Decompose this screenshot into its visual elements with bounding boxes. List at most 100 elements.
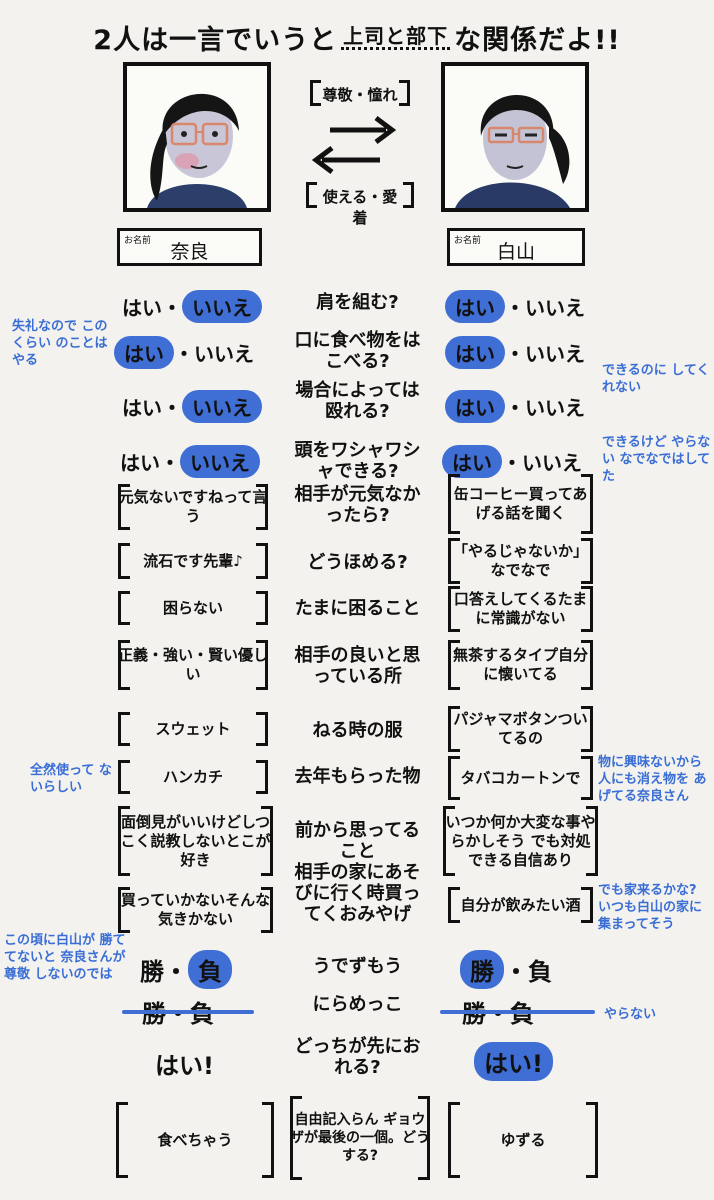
- shirayama-row1-answer: はい・いいえ: [445, 290, 585, 323]
- question-16: 自由記入らん ギョウザが最後の一個。どうする?: [290, 1096, 430, 1180]
- win-option: 勝: [142, 1000, 166, 1028]
- yes-option-circled: はい: [442, 445, 502, 478]
- yes-option: はい: [122, 396, 162, 420]
- shirayama-answer-7: 口答えしてくるたまに常識がない: [448, 586, 593, 632]
- no-option: いいえ: [194, 342, 254, 366]
- note-8: やらない: [604, 1007, 657, 1022]
- shirayama-answer-6: 「やるじゃないか」なでなで: [448, 538, 593, 584]
- win-option: 勝: [462, 1000, 486, 1028]
- hai-circled: はい!: [474, 1042, 553, 1081]
- nara-row1-answer: はい・いいえ: [122, 290, 262, 323]
- shirayama-row4-answer: はい・いいえ: [442, 445, 582, 478]
- yes-option-circled: はい: [445, 290, 505, 323]
- nara-answer-8: 正義・強い・賢い優しい: [118, 640, 268, 690]
- no-option-circled: いいえ: [182, 390, 262, 423]
- separator: ・: [502, 451, 522, 475]
- note-4: 全然使って ないらしい: [30, 763, 112, 795]
- question-13: うでずもう: [312, 956, 403, 977]
- question-14: にらめっこ: [312, 994, 403, 1015]
- shirayama-row15-answer: はい!: [474, 1042, 553, 1081]
- nara-portrait: [123, 62, 271, 212]
- separator: ・: [162, 296, 182, 320]
- shirayama-name-box: お名前 白山: [447, 228, 585, 266]
- strike-line: [122, 1010, 254, 1014]
- yes-option: はい: [120, 451, 160, 475]
- separator: ・: [162, 396, 182, 420]
- note-6: でも家来るかな? いつも白山の家に 集まってそう: [598, 883, 703, 932]
- yes-option-circled: はい: [445, 390, 505, 423]
- title-relation: 上司と部下: [341, 24, 451, 50]
- lose-option-circled: 負: [188, 950, 232, 989]
- shirayama-row14-answer: 勝・負: [462, 994, 534, 1029]
- name-label: お名前: [124, 236, 152, 246]
- question-6: どうほめる?: [307, 552, 408, 573]
- question-5: 相手が元気なかったら?: [294, 484, 421, 526]
- shirayama-row3-answer: はい・いいえ: [445, 390, 585, 423]
- separator: ・: [505, 296, 525, 320]
- lose-option: 負: [190, 1000, 214, 1028]
- win-option-circled: 勝: [460, 950, 504, 989]
- question-8: 相手の良いと思っている所: [294, 645, 421, 687]
- shirayama-row2-answer: はい・いいえ: [445, 336, 585, 369]
- question-4: 頭をワシャワシャできる?: [294, 440, 421, 482]
- shirayama-answer-5: 缶コーヒー買ってあげる話を聞く: [448, 474, 593, 534]
- affection-tag: 使える・愛着: [306, 182, 414, 227]
- question-2: 口に食べ物をはこべる?: [294, 330, 421, 372]
- nara-answer-6: 流石です先輩♪: [118, 543, 268, 579]
- no-option-circled: いいえ: [180, 445, 260, 478]
- nara-row2-answer: はい・いいえ: [114, 336, 254, 369]
- question-12: 相手の家にあそびに行く時買ってくおみやげ: [294, 862, 421, 925]
- no-option: いいえ: [522, 451, 582, 475]
- note-1: 失礼なので このくらい のことはやる: [12, 319, 108, 368]
- nara-row13-answer: 勝・負: [140, 950, 232, 989]
- shirayama-answer-8: 無茶するタイプ自分に懐いてる: [448, 640, 593, 690]
- respect-tag: 尊敬・憧れ: [310, 80, 410, 106]
- nara-answer-11: 面倒見がいいけどしつこく説教しないとこが好き: [118, 806, 273, 876]
- arrows-icon: [311, 116, 397, 174]
- nara-answer-9: スウェット: [118, 712, 268, 746]
- question-3: 場合によっては殴れる?: [295, 380, 420, 422]
- lose-option: 負: [528, 958, 552, 986]
- no-option: いいえ: [525, 296, 585, 320]
- shirayama-answer-11: いつか何か大変な事やらかしそう でも対処できる自信あり: [443, 806, 598, 876]
- shirayama-name: 白山: [496, 241, 535, 263]
- shirayama-portrait: [441, 62, 589, 212]
- question-1: 肩を組む?: [316, 292, 399, 313]
- note-2: できるのに してくれない: [602, 363, 710, 395]
- shirayama-answer-16: ゆずる: [448, 1102, 598, 1178]
- separator: ・: [164, 958, 188, 986]
- question-9: ねる時の服: [312, 720, 403, 741]
- yes-option-circled: はい: [114, 336, 174, 369]
- nara-answer-16: 食べちゃう: [116, 1102, 274, 1178]
- separator: ・: [504, 958, 528, 986]
- nara-row14-answer: 勝・負: [142, 994, 214, 1029]
- nara-answer-10: ハンカチ: [118, 760, 268, 794]
- separator: ・: [160, 451, 180, 475]
- nara-name: 奈良: [170, 241, 209, 263]
- question-7: たまに困ること: [294, 598, 421, 619]
- win-option: 勝: [140, 958, 164, 986]
- separator: ・: [166, 1000, 190, 1028]
- note-3: できるけど やらない なでなではしてた: [602, 435, 711, 484]
- strike-line: [440, 1010, 595, 1014]
- shirayama-answer-9: パジャマボタンついてるの: [448, 706, 593, 752]
- nara-answer-5: 元気ないですねって言う: [118, 484, 268, 530]
- yes-option-circled: はい: [445, 336, 505, 369]
- shirayama-answer-10: タバコカートンで: [448, 756, 593, 800]
- question-10: 去年もらった物: [294, 766, 421, 787]
- nara-answer-7: 困らない: [118, 591, 268, 625]
- title-post: な関係だよ!!: [454, 25, 621, 56]
- no-option: いいえ: [525, 342, 585, 366]
- nara-answer-12: 買っていかないそんな気きかない: [118, 887, 273, 933]
- question-11: 前から思ってること: [294, 820, 421, 862]
- shirayama-row13-answer: 勝・負: [460, 950, 552, 989]
- separator: ・: [505, 396, 525, 420]
- page-title: 2人は一言でいうと上司と部下な関係だよ!!: [0, 18, 714, 57]
- note-7: この頃に白山が 勝ててないと 奈良さんが尊敬 しないのでは: [4, 933, 126, 982]
- no-option-circled: いいえ: [182, 290, 262, 323]
- no-option: いいえ: [525, 396, 585, 420]
- nara-row4-answer: はい・いいえ: [120, 445, 260, 478]
- title-pre: 2人は一言でいうと: [93, 25, 338, 56]
- yes-option: はい: [122, 296, 162, 320]
- shirayama-answer-12: 自分が飲みたい酒: [448, 887, 593, 923]
